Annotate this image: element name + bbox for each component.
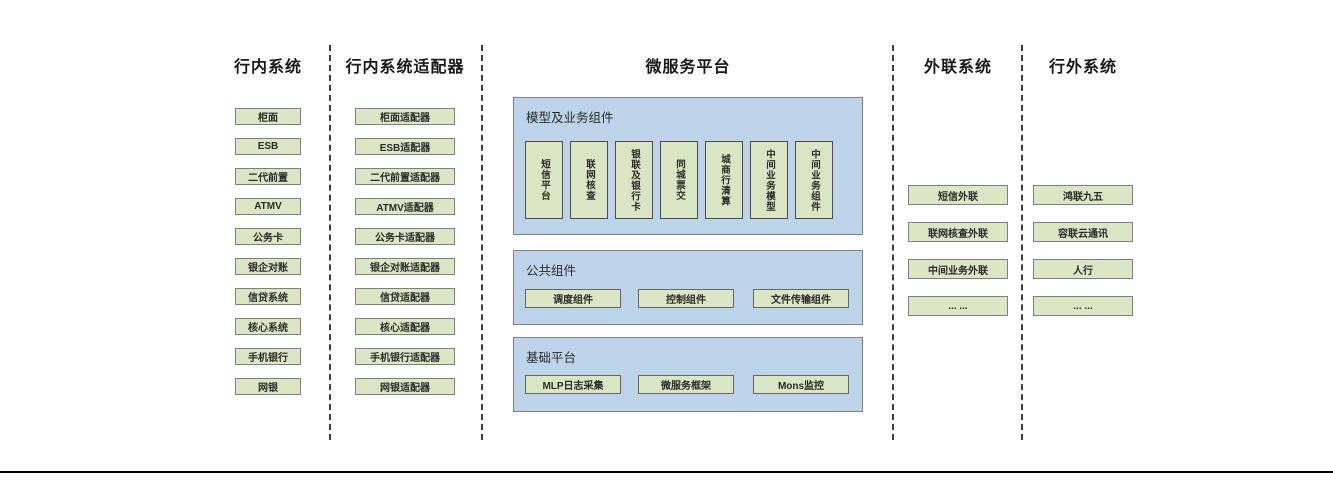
node-component: 控制组件 xyxy=(638,289,734,308)
node-adapter: 公务卡适配器 xyxy=(355,228,455,245)
node-component: 微服务框架 xyxy=(638,375,734,394)
node-component: 短信平台 xyxy=(525,141,563,219)
node-adapter: 银企对账适配器 xyxy=(355,258,455,275)
node-component: 银联及银行卡 xyxy=(615,141,653,219)
node-adapter: ESB适配器 xyxy=(355,138,455,155)
separator-line-4 xyxy=(1021,45,1023,440)
node-outreach-system: 短信外联 xyxy=(908,185,1008,205)
node-internal-system: 网银 xyxy=(235,378,301,395)
node-adapter: 二代前置适配器 xyxy=(355,168,455,185)
node-component: Mons监控 xyxy=(753,375,849,394)
node-outreach-system: 中间业务外联 xyxy=(908,259,1008,279)
node-internal-system: 二代前置 xyxy=(235,168,301,185)
node-internal-system: 公务卡 xyxy=(235,228,301,245)
node-component: 中间业务组件 xyxy=(795,141,833,219)
node-internal-system: 核心系统 xyxy=(235,318,301,335)
node-adapter: 核心适配器 xyxy=(355,318,455,335)
node-component: 中间业务模型 xyxy=(750,141,788,219)
node-external-system: 容联云通讯 xyxy=(1033,222,1133,242)
node-adapter: 柜面适配器 xyxy=(355,108,455,125)
panel-model-business-components: 模型及业务组件 短信平台 联网核查 银联及银行卡 同城票交 城商行清算 中间业务… xyxy=(513,97,863,235)
node-adapter: 网银适配器 xyxy=(355,378,455,395)
node-component: 联网核查 xyxy=(570,141,608,219)
node-adapter: 手机银行适配器 xyxy=(355,348,455,365)
node-internal-system: 柜面 xyxy=(235,108,301,125)
node-external-system: 人行 xyxy=(1033,259,1133,279)
separator-line-2 xyxy=(481,45,483,440)
node-outreach-system: 联网核查外联 xyxy=(908,222,1008,242)
column-title-microservice-platform: 微服务平台 xyxy=(645,59,731,76)
separator-line-1 xyxy=(329,45,331,440)
node-component: 同城票交 xyxy=(660,141,698,219)
panel-base-platform: 基础平台 MLP日志采集 微服务框架 Mons监控 xyxy=(513,337,863,412)
column-title-internal-systems: 行内系统 xyxy=(233,59,302,76)
column-title-outreach-systems: 外联系统 xyxy=(923,59,992,76)
node-component: 城商行清算 xyxy=(705,141,743,219)
node-external-system: 鸿联九五 xyxy=(1033,185,1133,205)
column-title-external-systems: 行外系统 xyxy=(1048,59,1117,76)
node-internal-system: 信贷系统 xyxy=(235,288,301,305)
panel-label: 模型及业务组件 xyxy=(526,111,614,125)
node-internal-system: ESB xyxy=(235,138,301,155)
node-internal-system: 手机银行 xyxy=(235,348,301,365)
panel-label: 基础平台 xyxy=(526,351,577,365)
node-adapter: ATMV适配器 xyxy=(355,198,455,215)
separator-line-3 xyxy=(892,45,894,440)
panel-label: 公共组件 xyxy=(526,264,577,278)
node-internal-system: ATMV xyxy=(235,198,301,215)
panel-common-components: 公共组件 调度组件 控制组件 文件传输组件 xyxy=(513,250,863,325)
node-component: MLP日志采集 xyxy=(525,375,621,394)
column-title-internal-adapters: 行内系统适配器 xyxy=(345,59,465,76)
node-internal-system: 银企对账 xyxy=(235,258,301,275)
node-component: 调度组件 xyxy=(525,289,621,308)
node-external-system: ... ... xyxy=(1033,296,1133,316)
bottom-divider-line xyxy=(0,471,1333,473)
node-component: 文件传输组件 xyxy=(753,289,849,308)
node-outreach-system: ... ... xyxy=(908,296,1008,316)
node-adapter: 信贷适配器 xyxy=(355,288,455,305)
